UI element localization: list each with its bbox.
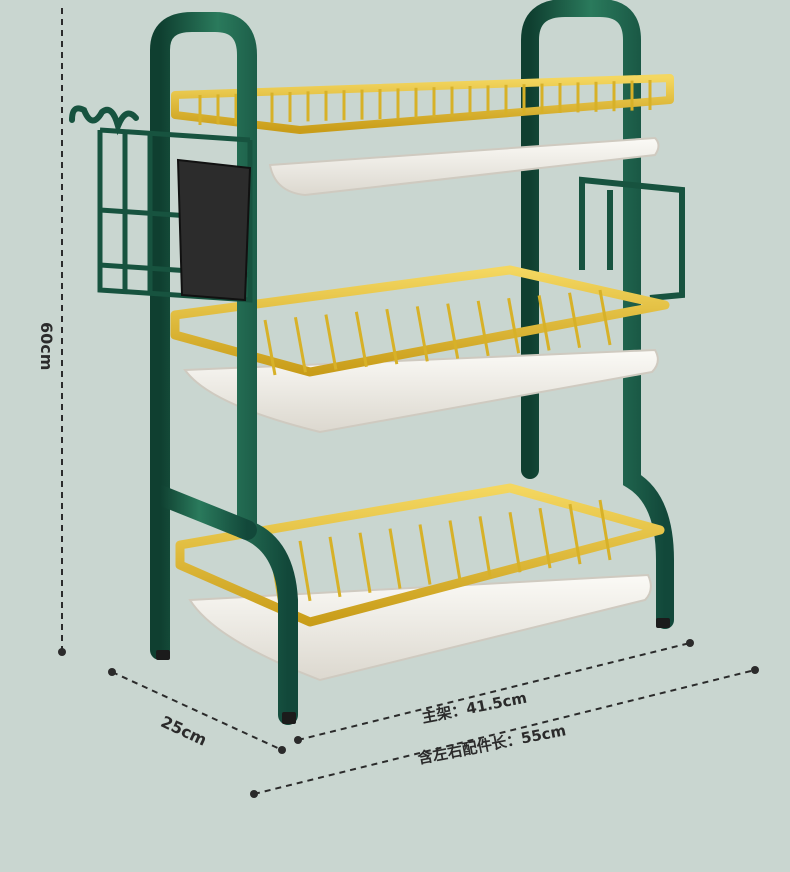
shelf-wire xyxy=(298,540,312,602)
shelf-wire xyxy=(385,308,399,365)
shelf-wire xyxy=(354,311,368,368)
depth-line xyxy=(111,671,283,751)
shelf-wire xyxy=(568,503,582,565)
shelf-wire xyxy=(328,536,342,598)
shelf-wire xyxy=(293,317,307,373)
shelf-wire xyxy=(568,292,582,348)
shelf-wire xyxy=(598,289,612,346)
shelf-wire xyxy=(598,499,612,561)
shelf-wire xyxy=(358,532,372,593)
shelf-wire xyxy=(446,303,460,359)
shelf-top xyxy=(171,74,674,134)
cutting-board-holder xyxy=(579,176,685,301)
back-frame xyxy=(521,0,674,629)
shelf-wire xyxy=(538,507,552,569)
dimension-endpoints xyxy=(58,639,759,798)
tray-bottom xyxy=(188,573,652,682)
hook-wires xyxy=(69,105,139,136)
dimension-lines xyxy=(61,8,756,795)
main-width-line xyxy=(297,642,691,741)
shelf-wire xyxy=(415,306,429,362)
shelf-wire xyxy=(388,528,402,589)
total-width-line xyxy=(253,669,756,795)
shelf-wire xyxy=(324,314,338,370)
height-label: 60cm xyxy=(37,322,56,371)
shelf-wire xyxy=(478,516,492,577)
front-frame xyxy=(150,12,298,725)
frame-feet xyxy=(156,618,670,724)
shelf-wire xyxy=(418,524,432,585)
utensil-basket xyxy=(69,105,253,303)
shelf-wire xyxy=(537,295,551,351)
shelf-wire xyxy=(508,512,522,573)
shelf-wire xyxy=(476,300,490,357)
shelf-wire xyxy=(263,319,277,376)
utensil-cup xyxy=(176,158,252,302)
shelf-middle xyxy=(170,265,670,377)
tray-top xyxy=(268,136,660,197)
shelf-wire xyxy=(448,520,462,581)
shelf-wire xyxy=(507,297,521,354)
